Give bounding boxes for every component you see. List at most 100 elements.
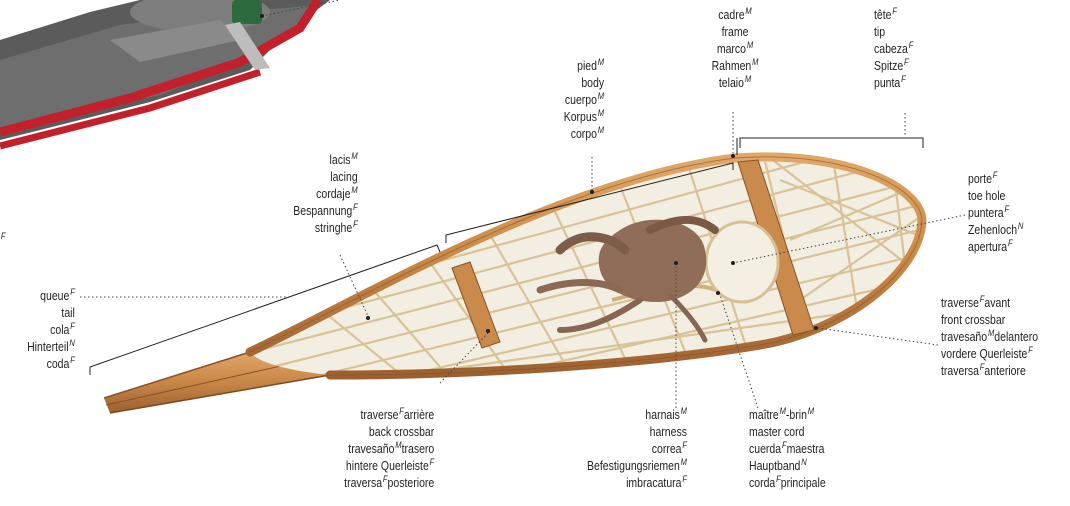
body-term: piedM <box>564 58 604 75</box>
gender-marker: F <box>993 170 998 180</box>
term-suffix: anteriore <box>984 364 1025 378</box>
gender-marker: N <box>1018 221 1023 231</box>
term-suffix: delantero <box>994 330 1038 344</box>
front-crossbar-term: front crossbar <box>941 312 1038 329</box>
modern-snowshoe-fragment <box>0 0 330 146</box>
tail-term: queueF <box>27 288 75 305</box>
term-text: imbracatura <box>626 476 681 490</box>
term-text: Bespannung <box>294 204 353 218</box>
term-text: travesaño <box>941 330 987 344</box>
term-suffix: avant <box>984 296 1010 310</box>
back-crossbar-term: travesañoMtrasero <box>344 441 434 458</box>
gender-marker: F <box>429 457 434 467</box>
front-crossbar-term: traversaFanteriore <box>941 363 1038 380</box>
term-text: traversa <box>344 476 382 490</box>
term-text: puntera <box>968 206 1004 220</box>
term-text: queue <box>40 289 69 303</box>
term-text: front crossbar <box>941 313 1005 327</box>
gender-marker: M <box>745 6 751 16</box>
term-text: traverse <box>941 296 979 310</box>
term-text: marco <box>717 42 746 56</box>
tip-term: têteF <box>874 7 913 24</box>
lacing-term: lacisM <box>294 152 358 169</box>
gender-marker: M <box>745 74 751 84</box>
term-text: Befestigungsriemen <box>587 459 680 473</box>
harness-term: harnaisM <box>587 407 687 424</box>
term-text: toe hole <box>968 189 1005 203</box>
term-text: back crossbar <box>369 425 434 439</box>
gender-marker: M <box>598 91 604 101</box>
gender-marker: F <box>70 321 75 331</box>
lacing-term: cordajeM <box>294 186 358 203</box>
label-master-cord: maîtreM-brinMmaster cordcuerdaFmaestraHa… <box>749 407 826 492</box>
master-cord-term: cordaFprincipale <box>749 475 826 492</box>
term-text: tête <box>874 8 892 22</box>
lacing-term: BespannungF <box>294 203 358 220</box>
term-text: tip <box>874 25 885 39</box>
gender-marker: F <box>70 287 75 297</box>
toe-hole-term: punteraF <box>968 205 1023 222</box>
front-crossbar-term: traverseFavant <box>941 295 1038 312</box>
gender-marker: M <box>352 185 358 195</box>
front-crossbar-term: travesañoMdelantero <box>941 329 1038 346</box>
term-text: lacis <box>330 153 351 167</box>
term-text: body <box>581 76 604 90</box>
term-text: vordere Querleiste <box>941 347 1027 361</box>
term-suffix: arrière <box>404 408 434 422</box>
term-text: punta <box>874 76 900 90</box>
term-text: master cord <box>749 425 804 439</box>
term-suffix: trasero <box>401 442 434 456</box>
gender-marker: M <box>681 457 687 467</box>
back-crossbar-term: back crossbar <box>344 424 434 441</box>
term-text: travesaño <box>348 442 394 456</box>
bracket-tip <box>740 138 923 148</box>
gender-marker: M <box>598 57 604 67</box>
term-text: correa <box>652 442 682 456</box>
frame-term: marcoM <box>676 41 794 58</box>
tip-term: SpitzeF <box>874 58 913 75</box>
front-crossbar-term: vordere QuerleisteF <box>941 346 1038 363</box>
term-text: stringhe <box>315 221 352 235</box>
label-tail: queueFtailcolaFHinterteilNcodaF <box>27 288 75 373</box>
body-term: corpoM <box>564 126 604 143</box>
toe-hole-term: toe hole <box>968 188 1023 205</box>
tip-term: puntaF <box>874 75 913 92</box>
gender-marker: F <box>353 202 358 212</box>
gender-marker: F <box>1028 345 1033 355</box>
term-text: frame <box>722 25 749 39</box>
tail-term: codaF <box>27 356 75 373</box>
gender-marker: M <box>681 406 687 416</box>
gender-marker: F <box>901 74 906 84</box>
gender-marker: M <box>747 40 753 50</box>
term-text: traversa <box>941 364 979 378</box>
label-frame: cadreMframemarcoMRahmenMtelaioM <box>676 7 794 92</box>
gender-marker: N <box>70 338 75 348</box>
label-back-crossbar: traverseFarrière back crossbar travesañoMt… <box>344 407 434 492</box>
master-cord-term: cuerdaFmaestra <box>749 441 826 458</box>
gender-marker: M <box>808 406 814 416</box>
term-text: cuerpo <box>565 93 597 107</box>
master-cord-term: maîtreM-brinM <box>749 407 826 424</box>
term-text: traverse <box>360 408 398 422</box>
term-text: telaio <box>719 76 744 90</box>
term-suffix: posteriore <box>387 476 434 490</box>
gender-marker: F <box>1008 238 1013 248</box>
tail-term: colaF <box>27 322 75 339</box>
gender-marker: M <box>598 108 604 118</box>
term-text: hintere Querleiste <box>346 459 429 473</box>
term-text: cuerda <box>749 442 781 456</box>
gender-marker: F <box>892 6 897 16</box>
term-text: cordaje <box>316 187 350 201</box>
tip-term: tip <box>874 24 913 41</box>
term-text: corda <box>749 476 775 490</box>
term-text: porte <box>968 172 992 186</box>
term-text: lacing <box>331 170 358 184</box>
term-text: harness <box>650 425 687 439</box>
term-text: Spitze <box>874 59 903 73</box>
gender-marker: F <box>682 440 687 450</box>
toe-hole-term: ZehenlochN <box>968 222 1023 239</box>
term-text: Zehenloch <box>968 223 1017 237</box>
